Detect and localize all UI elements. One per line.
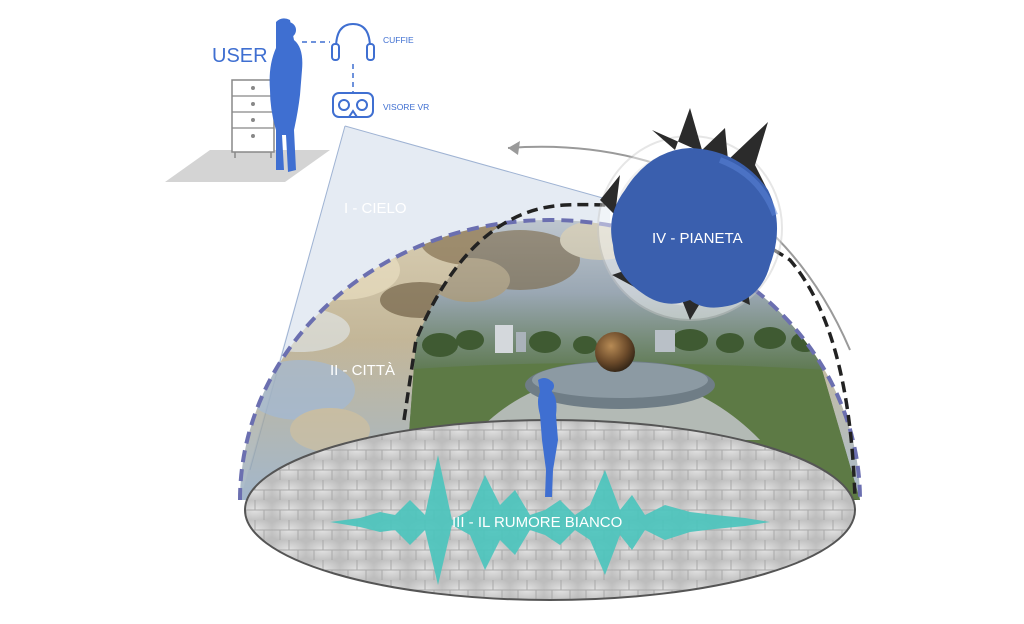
- layer-label-white-noise: III - IL RUMORE BIANCO: [452, 514, 622, 531]
- user-label: USER: [212, 45, 268, 67]
- planet-body: [611, 148, 778, 308]
- dome-outline-sky: [238, 218, 862, 501]
- user-silhouette-icon: [269, 18, 303, 173]
- layer-label-city: II - CITTÀ: [330, 362, 395, 379]
- user-scene: USER CUFFIE VISORE VR: [165, 18, 429, 182]
- layer-label-sky: I - CIELO: [344, 200, 407, 217]
- orbit-arrowhead: [508, 141, 520, 155]
- floor-mat: [165, 150, 330, 182]
- planet: [597, 108, 783, 321]
- white-noise-waveform: [330, 455, 770, 585]
- dresser-icon: [231, 79, 275, 158]
- headphones-label: CUFFIE: [383, 35, 414, 45]
- person-silhouette-icon: [538, 378, 558, 497]
- vr-headset-icon: [332, 92, 374, 118]
- cone-edge-right: [344, 125, 611, 201]
- headphones-icon: [331, 22, 375, 61]
- layer-label-planet: IV - PIANETA: [652, 230, 743, 247]
- vr-headset-label: VISORE VR: [383, 102, 429, 112]
